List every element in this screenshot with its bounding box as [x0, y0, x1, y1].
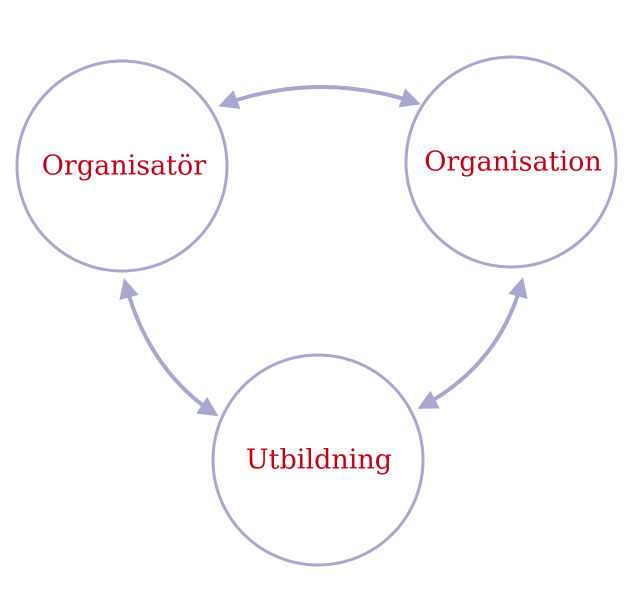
node-utbildning: Utbildning [211, 353, 425, 567]
node-organisation: Organisation [404, 55, 618, 269]
node-organisation-label: Organisation [424, 147, 602, 178]
node-utbildning-label: Utbildning [246, 445, 392, 476]
node-organisator-label: Organisatör [42, 151, 207, 182]
node-utbildning-circle [211, 353, 425, 567]
node-organisation-circle [404, 55, 618, 269]
node-organisator: Organisatör [15, 59, 229, 273]
node-organisator-circle [15, 59, 229, 273]
connector-organisator-organisation [218, 85, 421, 109]
connector-organisator-utbildning [119, 278, 219, 417]
connector-organisation-utbildning [417, 277, 528, 409]
